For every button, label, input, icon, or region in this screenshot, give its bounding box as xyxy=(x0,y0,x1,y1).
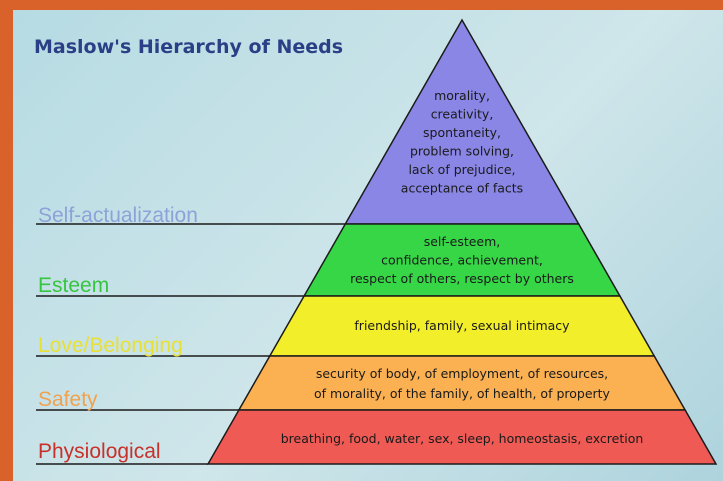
tier-safety xyxy=(237,355,687,411)
tier-physiological xyxy=(206,409,718,465)
tier-text-line: of morality, of the family, of health, o… xyxy=(314,386,611,401)
level-label-love-belonging: Love/Belonging xyxy=(38,334,183,357)
pyramid-tiers: morality, creativity, spontaneity, problem … xyxy=(206,18,718,465)
diagram-title: Maslow's Hierarchy of Needs xyxy=(34,36,343,58)
tier-text-line: morality, xyxy=(434,88,490,103)
tier-text-line: breathing, food, water, sex, sleep, home… xyxy=(281,431,644,446)
tier-text-line: confidence, achievement, xyxy=(381,253,543,268)
level-label-self-actualization: Self-actualization xyxy=(38,204,198,227)
tier-text-line: problem solving, xyxy=(410,144,514,159)
tier-text-line: respect of others, respect by others xyxy=(350,271,574,286)
tier-text-line: friendship, family, sexual intimacy xyxy=(354,318,570,333)
tier-text-line: acceptance of facts xyxy=(401,181,523,196)
tier-text-line: creativity, xyxy=(431,107,494,122)
tier-text-line: spontaneity, xyxy=(423,125,501,140)
level-label-safety: Safety xyxy=(38,388,98,411)
level-labels: Self-actualizationEsteemLove/BelongingSa… xyxy=(36,204,346,465)
level-label-physiological: Physiological xyxy=(38,440,161,463)
level-label-esteem: Esteem xyxy=(38,274,109,297)
tier-text-line: self-esteem, xyxy=(424,234,501,249)
tier-text-line: security of body, of employment, of reso… xyxy=(316,366,608,381)
tier-text-line: lack of prejudice, xyxy=(408,162,515,177)
